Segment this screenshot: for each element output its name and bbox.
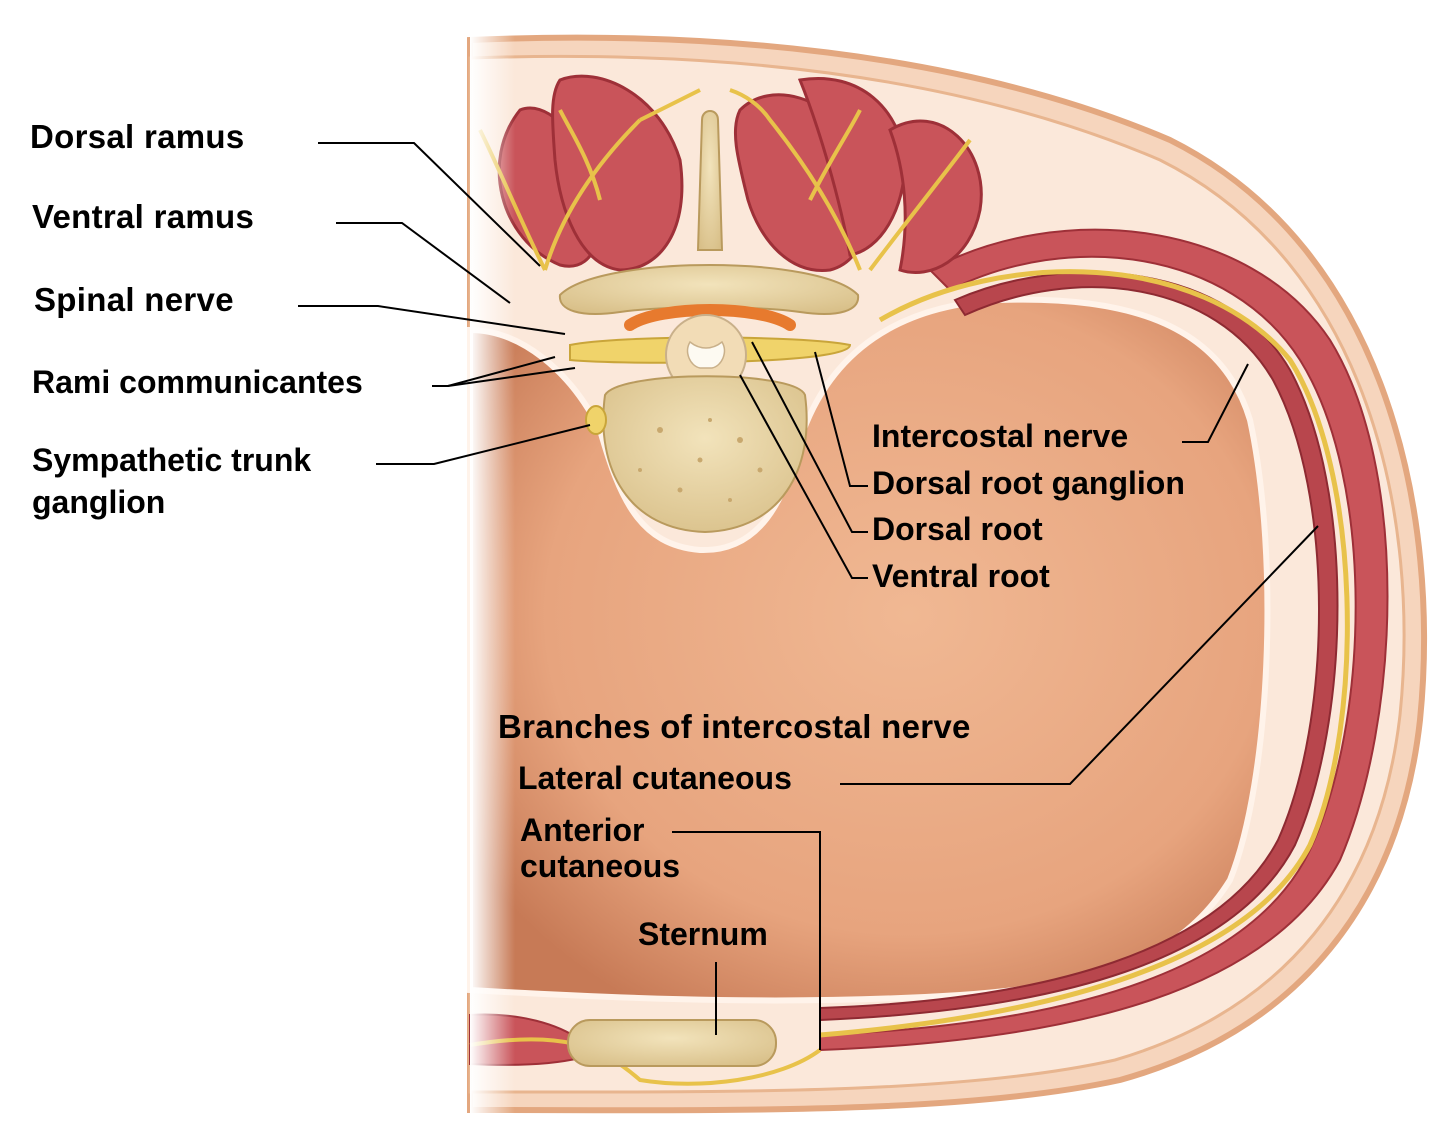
label-dorsal-root: Dorsal root: [872, 511, 1043, 547]
left-fade: [470, 30, 515, 1120]
gray-matter: [686, 340, 726, 369]
label-sympathetic-trunk-line2: ganglion: [32, 484, 166, 520]
leader-spinal-nerve: [298, 305, 566, 335]
anterior-nerve-path: [469, 1037, 822, 1086]
label-dorsal-root-ganglion: Dorsal root ganglion: [872, 465, 1185, 501]
back-muscle-nerves: [478, 88, 972, 272]
vertebral-arch: [558, 264, 860, 316]
leader-ventral-ramus: [336, 222, 511, 304]
label-lateral-cutaneous: Lateral cutaneous: [518, 760, 792, 796]
leader-intercostal-nerve: [1182, 363, 1249, 443]
label-ventral-root: Ventral root: [872, 558, 1050, 594]
label-anterior-cutaneous-line1: Anterior: [520, 812, 645, 848]
back-muscles: [497, 74, 983, 274]
leader-ventral-root: [739, 374, 868, 579]
sternum: [567, 1019, 777, 1067]
leader-dorsal-root-ganglion: [814, 351, 868, 487]
label-anterior-cutaneous-line2: cutaneous: [520, 848, 681, 884]
vertebral-body: [602, 375, 808, 534]
label-rami-communicantes: Rami communicantes: [32, 364, 363, 400]
intercostal-nerve-path: [819, 269, 1350, 1038]
label-spinal-nerve: Spinal nerve: [34, 281, 234, 318]
label-dorsal-ramus: Dorsal ramus: [30, 118, 245, 155]
leader-rami-communicantes-b: [447, 367, 576, 387]
bone-speckles: [638, 418, 763, 502]
label-sternum: Sternum: [638, 916, 768, 952]
thoracic-cavity: [467, 296, 1271, 1004]
leader-dorsal-ramus: [318, 142, 541, 267]
label-intercostal-nerve: Intercostal nerve: [872, 418, 1129, 454]
label-sympathetic-trunk-line1: Sympathetic trunk: [32, 442, 312, 478]
leader-sympathetic-trunk: [376, 424, 591, 465]
epidural-fat: [624, 304, 796, 331]
label-ventral-ramus: Ventral ramus: [32, 198, 255, 235]
spinous-process: [696, 110, 724, 251]
leader-lines: [298, 142, 1319, 1050]
leader-dorsal-root: [751, 341, 868, 533]
sympathetic-ganglion: [585, 405, 607, 435]
leader-anterior-cutaneous: [672, 831, 821, 1050]
label-branches-heading: Branches of intercostal nerve: [498, 708, 971, 745]
leader-lateral-cutaneous: [840, 525, 1319, 785]
